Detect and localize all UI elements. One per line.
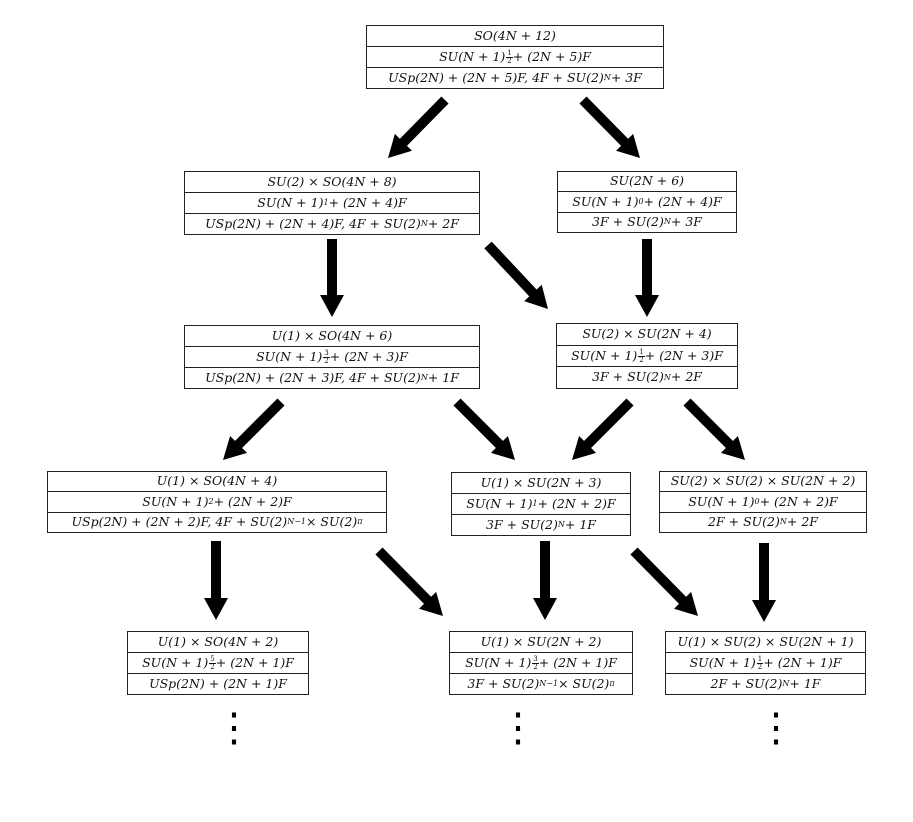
node-row-3: 3F + SU(2)N + 1F [452,514,630,535]
node-row-3: USp(2N) + (2N + 1)F [128,673,308,694]
node-row-1: U(1) × SU(2N + 2) [480,633,602,649]
node-row-2: SU(N + 1)2 + (2N + 2)F [48,491,386,511]
arrow-head [635,295,659,317]
arrow-head [533,598,557,620]
arrow-shaft [375,547,433,606]
node-row-2: SU(N + 1)1 + (2N + 2)F [452,493,630,514]
arrow-n5-to-n9 [375,547,443,616]
arrow-n3-to-n6 [453,398,515,460]
node-row-1: U(1) × SO(4N + 4) [156,473,278,489]
arrow-head [572,435,597,460]
arrow-head [204,598,228,620]
continuation-dots-center: ⋮ [498,705,538,751]
arrow-shaft [233,398,285,450]
arrow-head [674,591,698,616]
arrow-head [320,295,344,317]
node-row-3: USp(2N) + (2N + 2)F, 4F + SU(2)N−1 × SU(… [48,511,386,532]
node-row-1: U(1) × SU(2N + 3) [480,474,602,490]
arrow-head [616,133,640,158]
node-row-1: SO(4N + 12) [474,27,556,43]
node-su2-so-4n-8: SU(2) × SO(4N + 8) SU(N + 1)1 + (2N + 4)… [184,171,480,235]
continuation-dots-left: ⋮ [214,705,254,751]
node-row-3: 3F + SU(2)N + 2F [557,366,737,388]
node-row-3: 3F + SU(2)N−1 × SU(2)π [450,673,632,694]
arrow-shaft [484,241,538,298]
arrow-head [388,133,412,158]
node-row-3: USp(2N) + (2N + 5)F, 4F + SU(2)N + 3F [367,67,663,88]
node-row-3: 3F + SU(2)N + 3F [558,211,736,232]
node-row-1: U(1) × SU(2) × SU(2N + 1) [677,633,854,649]
arrow-shaft [630,547,688,606]
node-row-1: SU(2N + 6) [609,173,685,189]
arrow-n1-to-n4 [484,241,548,309]
arrow-n4-to-n6 [572,398,634,460]
arrow-head [223,435,248,460]
arrow-n5-to-n8 [204,541,228,620]
node-row-1: U(1) × SO(4N + 2) [157,633,279,649]
arrow-n1-to-n3 [320,239,344,317]
arrow-head [524,284,548,309]
arrow-head [720,435,745,460]
arrow-n7-to-n10 [752,543,776,622]
arrow-n4-to-n7 [683,398,745,460]
node-row-3: 2F + SU(2)N + 2F [660,511,866,532]
arrow-shaft [683,398,735,450]
arrow-head [419,591,443,616]
arrow-head [752,600,776,622]
arrow-n6-to-n10 [630,547,698,616]
continuation-dots-right: ⋮ [756,705,796,751]
arrow-n2-to-n4 [635,239,659,317]
node-row-2: SU(N + 1)0 + (2N + 2)F [660,491,866,511]
node-su2-su2-su-2n-2: SU(2) × SU(2) × SU(2N + 2) SU(N + 1)0 + … [659,471,867,533]
node-row-3: 2F + SU(2)N + 1F [666,673,865,694]
node-row-2: SU(N + 1)1 + (2N + 4)F [185,192,479,213]
arrow-n3-to-n5 [223,398,285,460]
node-row-3: USp(2N) + (2N + 3)F, 4F + SU(2)N + 1F [185,367,479,388]
arrow-shaft [453,398,505,450]
node-row-1: SU(2) × SU(2N + 4) [582,326,712,342]
arrow-shaft [579,96,630,148]
arrow-n0-to-n2 [579,96,640,158]
node-u1-so-4n-4: U(1) × SO(4N + 4) SU(N + 1)2 + (2N + 2)F… [47,471,387,533]
arrow-head [490,435,515,460]
arrow-shaft [582,398,634,450]
arrow-n6-to-n9 [533,541,557,620]
arrow-shaft [398,96,449,148]
arrow-n0-to-n1 [388,96,449,158]
node-row-1: SU(2) × SO(4N + 8) [267,173,397,189]
node-row-1: U(1) × SO(4N + 6) [271,327,393,343]
node-row-3: USp(2N) + (2N + 4)F, 4F + SU(2)N + 2F [185,213,479,234]
node-su-2n-6: SU(2N + 6) SU(N + 1)0 + (2N + 4)F 3F + S… [557,171,737,233]
node-row-1: SU(2) × SU(2) × SU(2N + 2) [670,473,856,489]
node-row-2: SU(N + 1)0 + (2N + 4)F [558,191,736,211]
node-u1-su-2n-3: U(1) × SU(2N + 3) SU(N + 1)1 + (2N + 2)F… [451,472,631,536]
